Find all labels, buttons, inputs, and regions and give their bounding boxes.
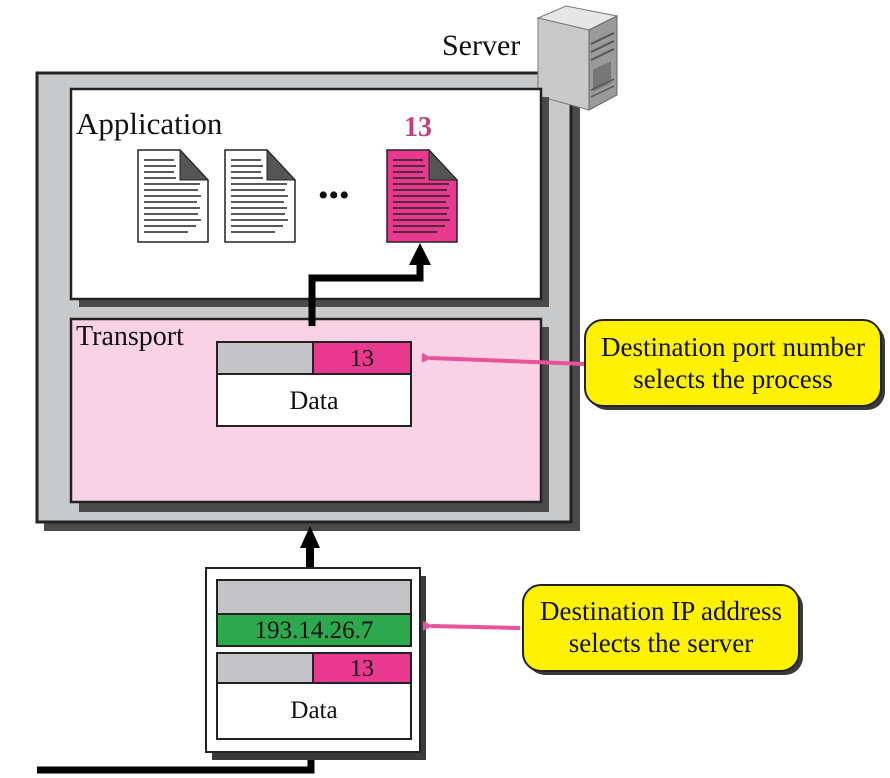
packet-up-arrowhead — [300, 526, 320, 548]
packet-port: 13 — [350, 656, 374, 682]
document-icon — [224, 148, 297, 243]
ip-callout-line1: Destination IP address — [540, 596, 782, 626]
segment-port: 13 — [350, 346, 374, 372]
application-layer — [69, 87, 549, 307]
document-icon — [137, 148, 210, 243]
server-tower-icon — [536, 5, 619, 111]
port-callout-line1: Destination port number — [601, 332, 865, 362]
port-callout-line2: selects the process — [633, 364, 832, 394]
ip-packet — [205, 567, 426, 760]
transport-label: Transport — [76, 321, 184, 352]
ellipsis: ••• — [318, 179, 350, 212]
ip-callout — [522, 584, 803, 675]
ip-pointer-arrow — [422, 620, 521, 631]
packet-data: Data — [290, 697, 337, 724]
process-port-label: 13 — [404, 112, 432, 143]
port-pointer-arrow — [421, 352, 586, 366]
packet-ip-address: 193.14.26.7 — [255, 617, 374, 644]
delivery-arrow — [308, 262, 424, 326]
server-label: Server — [442, 29, 520, 62]
segment-data: Data — [289, 386, 339, 415]
packet-up-arrow — [306, 544, 314, 568]
delivery-arrowhead — [409, 243, 431, 265]
port-callout — [584, 319, 885, 410]
process-document-icon — [386, 148, 459, 243]
transport-segment — [216, 341, 412, 427]
application-label: Application — [76, 106, 223, 141]
ip-callout-line2: selects the server — [569, 628, 753, 658]
